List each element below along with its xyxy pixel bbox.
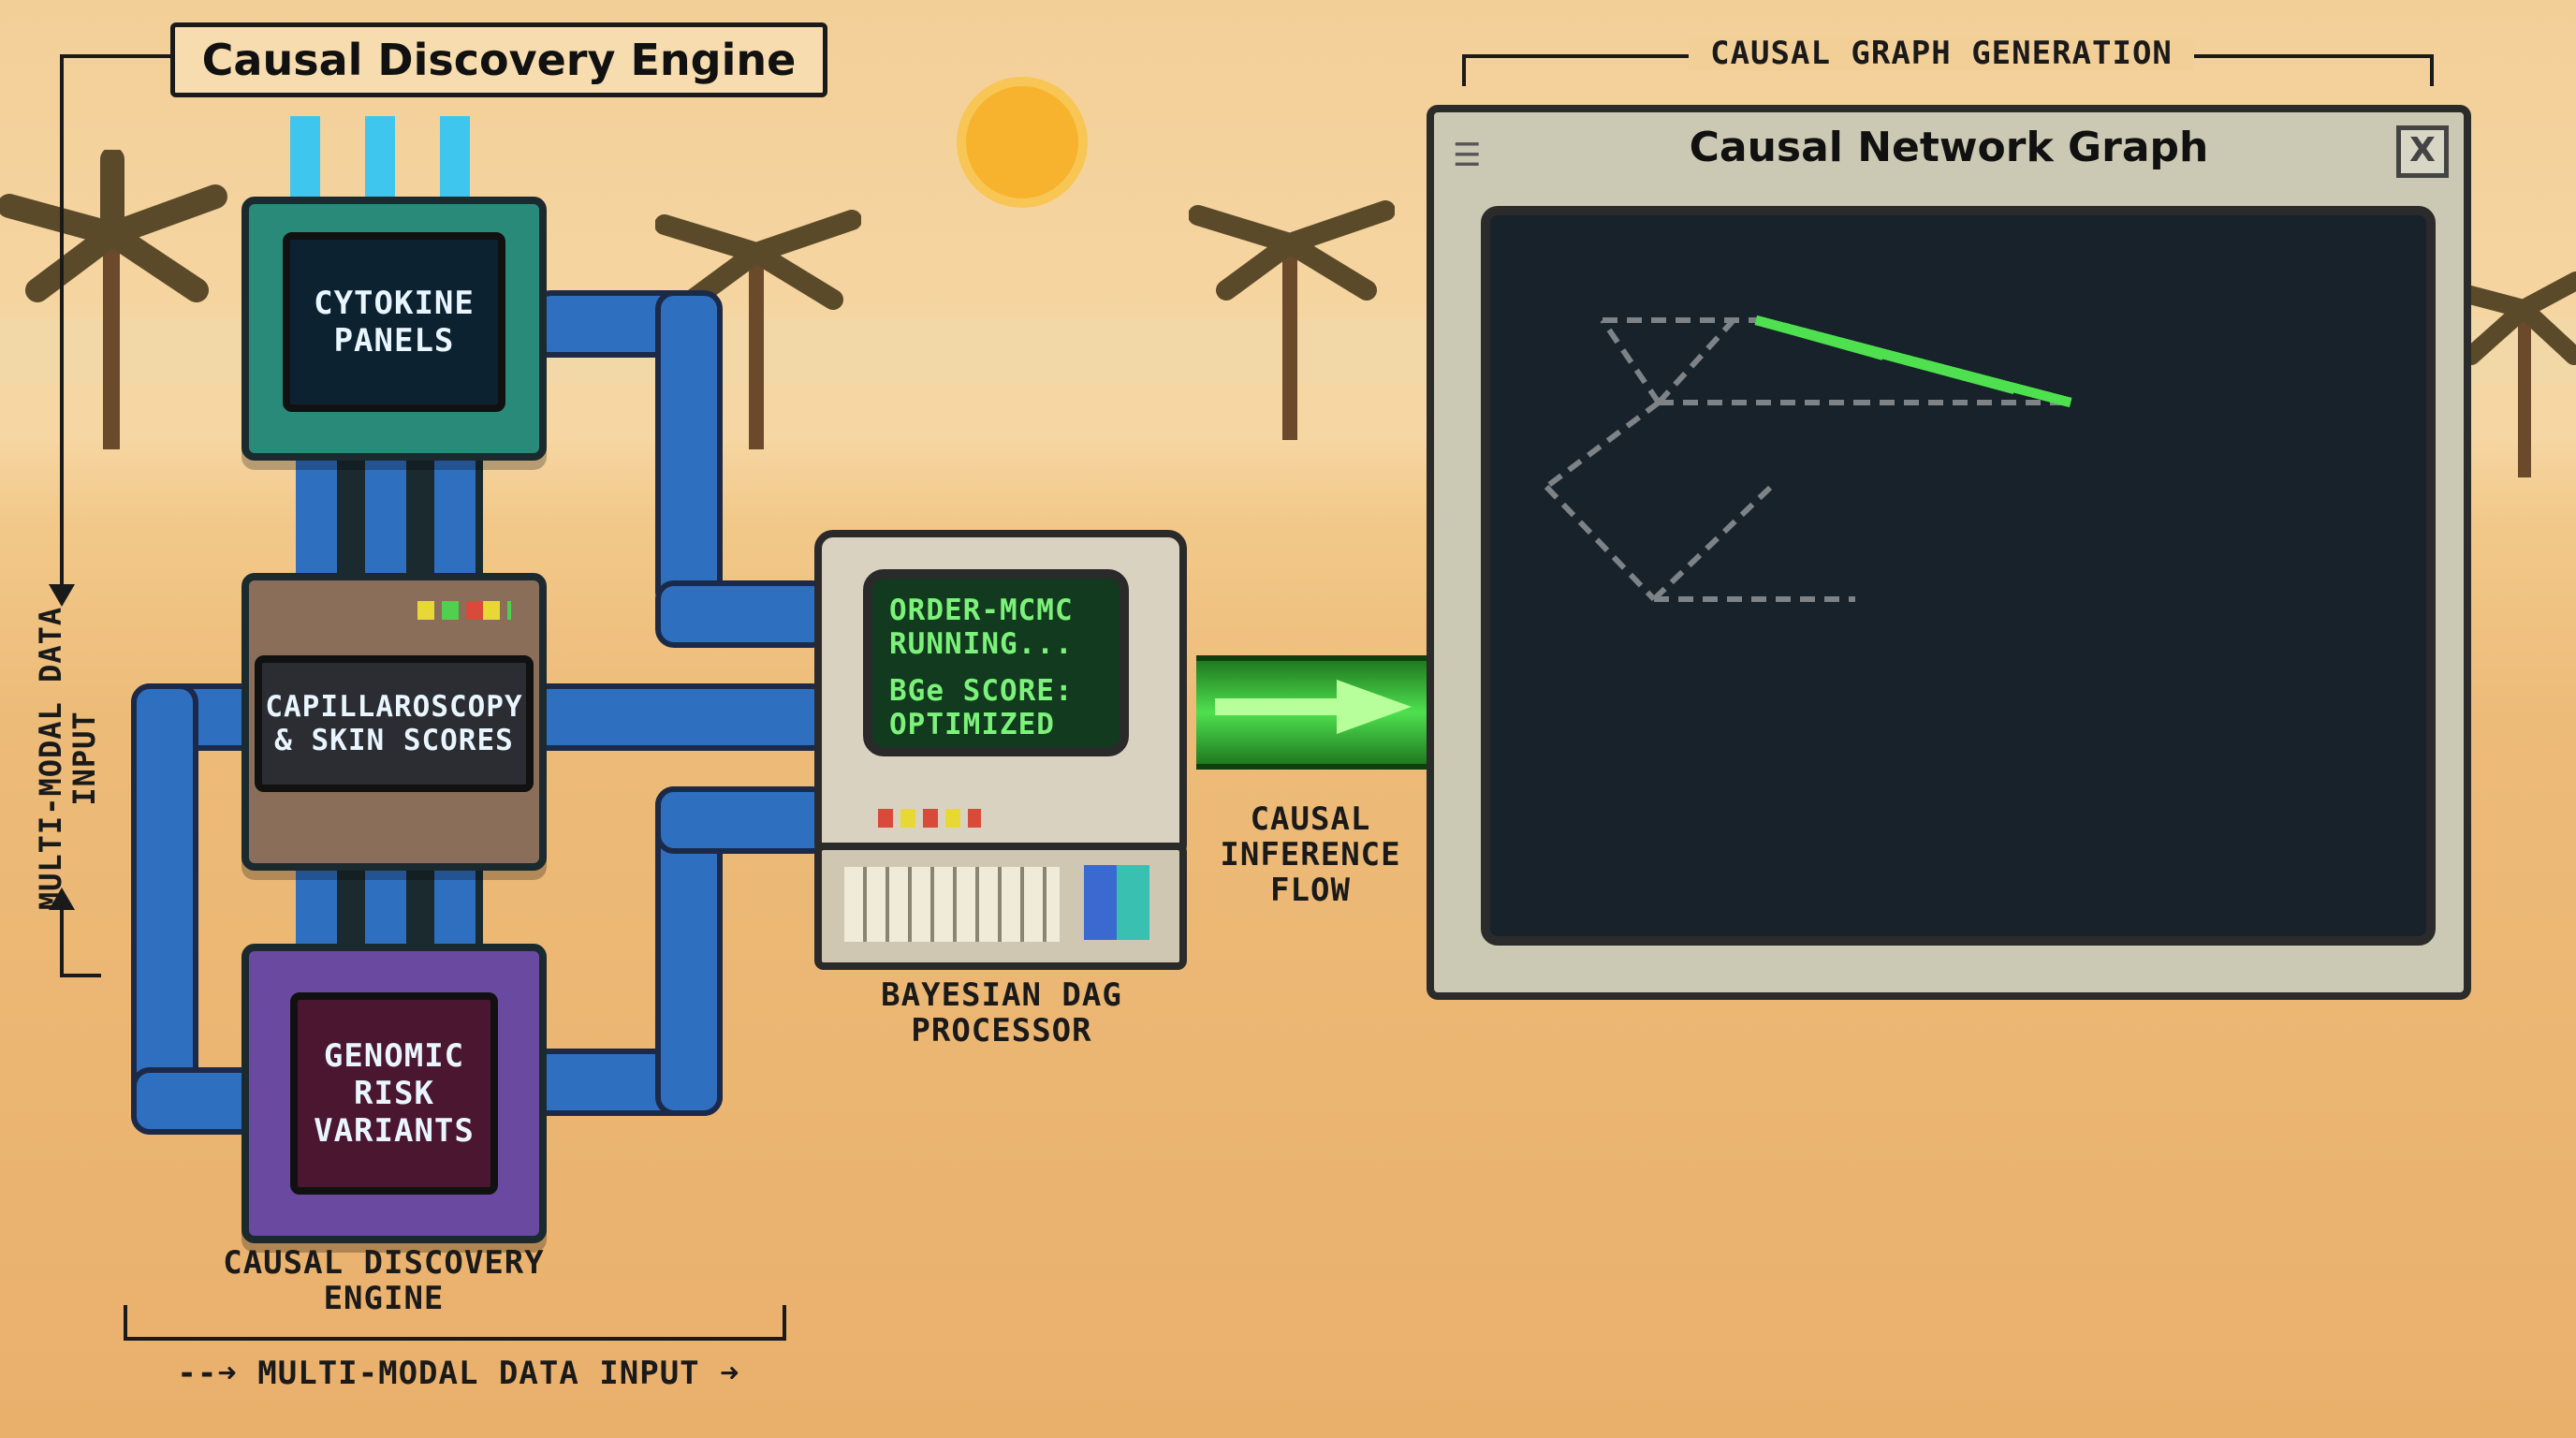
palm-tree-icon	[2452, 271, 2576, 477]
pipe-cytokine-in	[655, 580, 831, 648]
edge-green	[1754, 315, 2072, 407]
graph-section-label: CAUSAL GRAPH GENERATION	[1689, 36, 2194, 71]
capillaroscopy-device: CAPILLAROSCOPY & SKIN SCORES	[242, 573, 547, 871]
keys	[844, 867, 1060, 942]
coolant-tubes	[290, 116, 496, 197]
arrow-down-icon	[49, 584, 75, 607]
graph-canvas	[1481, 206, 2436, 946]
pipe-capill-in	[524, 683, 831, 751]
engine-bracket	[124, 1305, 786, 1341]
pipe-cytokine-vertical	[655, 290, 723, 610]
palm-tree-icon	[655, 210, 861, 449]
arrow-right-icon: ➜	[699, 1355, 740, 1392]
inference-beam	[1196, 655, 1430, 770]
side-bracket-lower	[60, 899, 101, 977]
causal-graph	[1544, 315, 2072, 602]
bottom-left-label-text: MULTI-MODAL DATA INPUT	[257, 1355, 700, 1392]
cytokine-screen: CYTOKINE PANELS	[283, 232, 505, 412]
edge-gray	[1656, 317, 1736, 405]
computer-lights	[878, 809, 981, 828]
edge-gray	[1600, 318, 1661, 404]
status-lights	[417, 601, 511, 620]
arrow-up-icon	[49, 888, 75, 910]
edge-gray	[1544, 400, 1661, 490]
edge-gray	[1544, 484, 1657, 602]
genomic-screen: GENOMIC RISK VARIANTS	[290, 992, 498, 1195]
capillaroscopy-screen: CAPILLAROSCOPY & SKIN SCORES	[255, 655, 534, 792]
close-button[interactable]: X	[2396, 125, 2449, 178]
processor-caption: BAYESIAN DAG PROCESSOR	[881, 976, 1122, 1049]
menu-icon[interactable]: ☰	[1453, 137, 1482, 174]
arrow-right-icon	[1215, 680, 1412, 734]
genomic-device: GENOMIC RISK VARIANTS	[242, 944, 547, 1243]
graph-window-title: Causal Network Graph	[1689, 124, 2209, 171]
graph-window: ☰ Causal Network Graph X	[1427, 105, 2471, 1000]
engine-caption: CAUSAL DISCOVERY ENGINE	[223, 1244, 545, 1317]
cytokine-device: CYTOKINE PANELS	[242, 197, 547, 461]
flow-label: CAUSAL INFERENCE FLOW	[1220, 800, 1401, 909]
pipe-left-loop-vertical	[131, 683, 198, 1135]
page-title: Causal Discovery Engine	[170, 22, 827, 97]
keyboard	[814, 843, 1187, 970]
side-label: MULTI-MODAL DATA INPUT	[33, 606, 102, 911]
sun	[966, 86, 1078, 198]
bayesian-computer: ORDER-MCMC RUNNING... BGe SCORE: OPTIMIZ…	[814, 530, 1187, 863]
color-keys	[1084, 865, 1149, 940]
palm-tree-icon	[1189, 200, 1395, 440]
arrow-right-icon: --➜	[177, 1355, 258, 1392]
side-bracket	[60, 54, 174, 592]
pipe-genomic-in	[655, 786, 831, 854]
bottom-left-label: --➜ MULTI-MODAL DATA INPUT ➜	[150, 1356, 768, 1391]
edge-gray	[1651, 484, 1774, 602]
crt-line-1: ORDER-MCMC RUNNING...	[889, 594, 1074, 661]
connector-top	[296, 446, 483, 573]
crt-screen: ORDER-MCMC RUNNING... BGe SCORE: OPTIMIZ…	[863, 569, 1129, 756]
crt-line-2: BGe SCORE: OPTIMIZED	[889, 674, 1074, 741]
